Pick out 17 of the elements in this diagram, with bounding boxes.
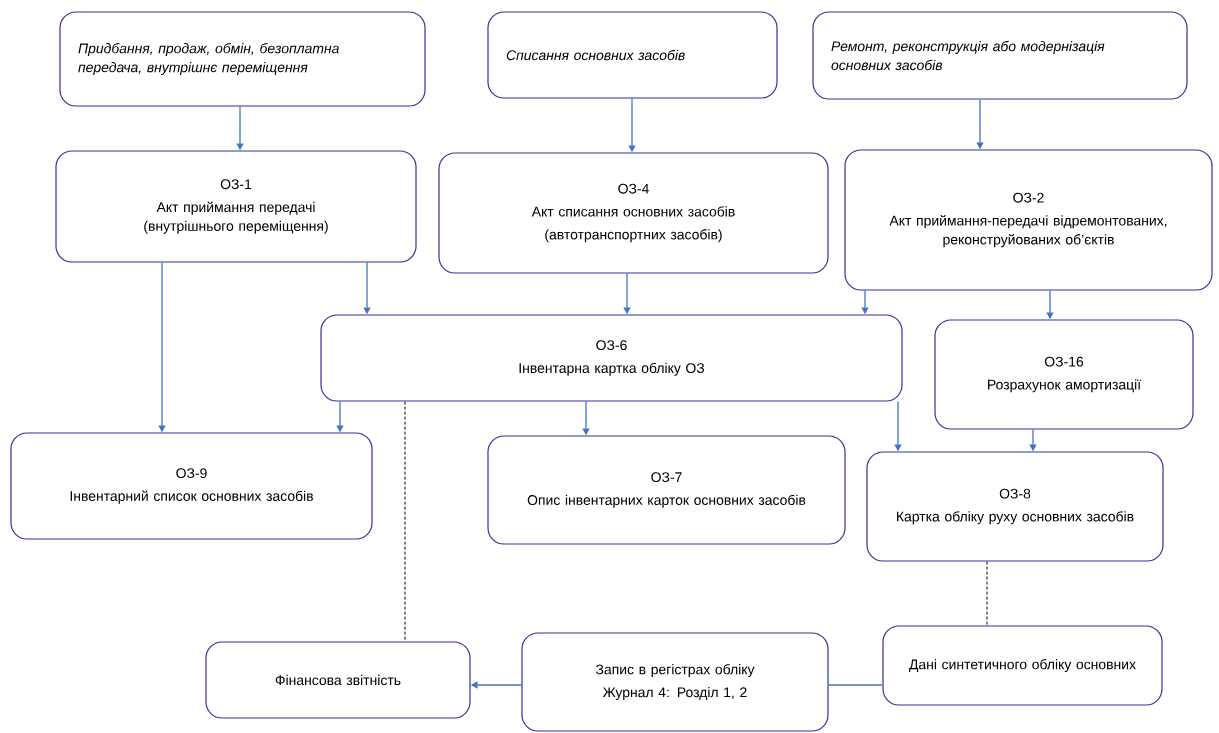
process-box: ОЗ-16 Розрахунок амортизації [934,319,1194,430]
process-box: Списання основних засобів [487,11,778,99]
process-box: ОЗ-2 Акт приймання-передачі відремонтованих, реконструйованих об’єктів [844,149,1213,291]
dashed-line [404,401,406,642]
process-box: ОЗ-4 Акт списання основних засобів (автотранспортних засобів) [438,152,829,274]
process-box: Ремонт, реконструкція або модернізація основних засобів [812,11,1188,100]
process-box: ОЗ-7 Опис інвентарних карток основних засобів [487,435,846,545]
dashed-line [986,561,988,626]
process-box: ОЗ-1 Акт приймання передачі (внутрішнього переміщення) [55,150,417,263]
connector-line [827,684,884,686]
process-box: ОЗ-8 Картка обліку руху основних засобів [866,451,1164,562]
process-box: Придбання, продаж, обмін, безоплатна передача, внутрішнє переміщення [59,11,426,107]
process-box: ОЗ-9 Інвентарний список основних засобів [10,432,373,540]
process-box: ОЗ-6 Інвентарна картка обліку ОЗ [320,314,903,402]
process-box: Запис в регістрах обліку Журнал 4: Розділ 1, 2 [521,632,829,732]
process-box: Фінансова звітність [205,641,471,719]
process-box: Дані синтетичного обліку основних [882,625,1163,706]
